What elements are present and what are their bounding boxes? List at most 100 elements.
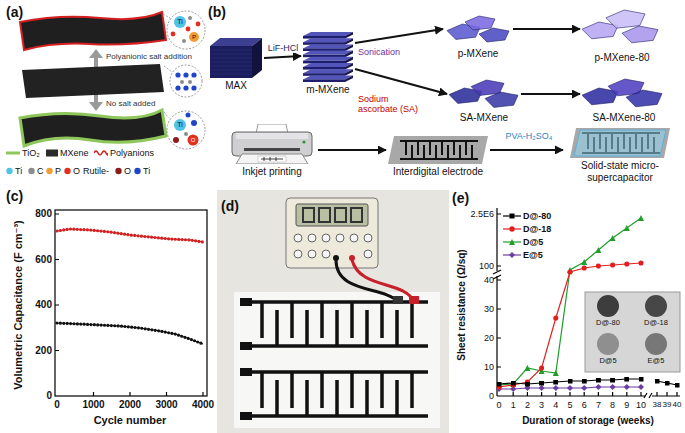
- legend-entry: D@-18: [503, 223, 551, 235]
- annotation: Polyanionic salt addition: [106, 52, 192, 61]
- multimeter: [322, 250, 330, 258]
- legend-text: MXene: [60, 148, 89, 158]
- legend-entry: P: [46, 165, 61, 177]
- legend-text: D@-18: [523, 224, 551, 234]
- illustration-part: [574, 130, 666, 156]
- inset-photo: [597, 295, 619, 317]
- legend-entry: TiO₂: [6, 147, 40, 159]
- illustration-part: [345, 63, 353, 70]
- interdigital-electrode: [240, 368, 428, 420]
- legend-swatch: [6, 168, 12, 174]
- process-step: p-MXene: [445, 12, 511, 60]
- zoom-circle-bottom: [188, 135, 199, 146]
- legend-swatch: [46, 168, 52, 174]
- multimeter: [294, 234, 372, 258]
- legend-text: E@5: [523, 250, 543, 260]
- illustration-part: [232, 132, 312, 156]
- illustration-part: [345, 57, 353, 64]
- illustration-part: [345, 44, 353, 51]
- legend-swatch: [46, 149, 58, 157]
- panel-label: (e): [452, 190, 469, 206]
- legend-swatch: [6, 167, 13, 175]
- capacitance-curve-red: [57, 229, 203, 242]
- illustration-part: [303, 38, 353, 42]
- zoom-circle-middle: [175, 72, 180, 77]
- legend-entry: D@5: [503, 236, 543, 248]
- illustration-part: [210, 62, 252, 63]
- process-arrow: [318, 149, 386, 151]
- electrode-comb: [400, 141, 478, 159]
- zoom-circle-middle: [170, 65, 202, 97]
- zoom-circle-top: [167, 11, 205, 49]
- capacitance-curve-black: [57, 323, 203, 344]
- salt-arrow: [89, 102, 103, 111]
- axis-tick: 400: [35, 299, 52, 311]
- illustration-part: [236, 154, 308, 164]
- axis-title: Volumetric Capacitance (F cm⁻³): [12, 220, 25, 389]
- step-illustration: [582, 78, 666, 110]
- panel-label: (c): [6, 188, 23, 204]
- axis-tick: 0: [54, 399, 60, 411]
- interdigital-electrode: [240, 298, 252, 306]
- zoom-circle-top: [188, 16, 192, 20]
- axis-tick: 40: [673, 400, 682, 409]
- illustration-part: [303, 79, 345, 82]
- edge-label: Sodium ascorbate (SA): [357, 94, 431, 115]
- illustration-part: [303, 69, 353, 73]
- panel-label: (b): [208, 4, 226, 20]
- legend-swatch: [503, 225, 521, 233]
- axis-tick: 6: [582, 400, 587, 410]
- legend-text: P: [55, 166, 61, 176]
- multimeter: [296, 204, 368, 226]
- step-illustration: [449, 78, 519, 110]
- axis-title: Cycle number: [94, 414, 167, 427]
- plot-axes: [513, 392, 677, 396]
- axis-tick: 10: [636, 400, 646, 410]
- zoom-circle-bottom: [184, 132, 188, 136]
- multimeter: [322, 234, 330, 242]
- illustration-part: [345, 32, 353, 39]
- test-leads: [336, 260, 398, 302]
- illustration-part: [210, 54, 252, 55]
- panel-label: (d): [221, 198, 239, 214]
- legend-swatch: [510, 214, 515, 219]
- legend-swatch: [503, 251, 521, 259]
- mxene-flake: [465, 16, 495, 30]
- illustration-part: [303, 32, 353, 36]
- illustration-part: [261, 157, 283, 161]
- panel-label: (a): [6, 4, 23, 20]
- step-label: Solid-state micro-supercapacitor: [565, 160, 675, 183]
- axis-tick: 10: [484, 362, 494, 372]
- inset-photo: [585, 292, 680, 372]
- illustration-part: [210, 70, 252, 71]
- photo-background: [217, 190, 449, 433]
- mxene-sheet: [22, 64, 164, 98]
- zoom-circle-middle: [191, 72, 196, 77]
- mxene-flake: [479, 28, 509, 42]
- edge-label: Sonication: [357, 47, 401, 57]
- step-label: Interdigital electrode: [393, 166, 483, 178]
- zoom-circle-bottom: [173, 137, 179, 143]
- multimeter: [351, 208, 362, 222]
- plot-axes: [497, 395, 680, 396]
- legend-swatch: [46, 167, 53, 175]
- illustration-part: [210, 58, 252, 59]
- multimeter: [364, 234, 372, 242]
- zoom-circle-bottom: [191, 120, 197, 126]
- legend-swatch: [509, 252, 515, 258]
- test-leads: [352, 260, 414, 302]
- multimeter: [303, 208, 314, 222]
- axis-tick: 39: [663, 400, 672, 409]
- illustration-part: [258, 156, 286, 162]
- zoom-leader: [164, 112, 169, 118]
- legend-note: Rutile-: [83, 166, 109, 176]
- annotation: No salt added: [106, 99, 155, 108]
- mxene-flake: [606, 10, 645, 28]
- process-arrow: [490, 149, 563, 151]
- axis-tick: 100: [479, 261, 494, 271]
- legend-text: Ti: [143, 166, 150, 176]
- illustration-part: [210, 46, 252, 78]
- electrode-comb: [400, 141, 478, 159]
- axis-title: Duration of storage (weeks): [522, 415, 654, 427]
